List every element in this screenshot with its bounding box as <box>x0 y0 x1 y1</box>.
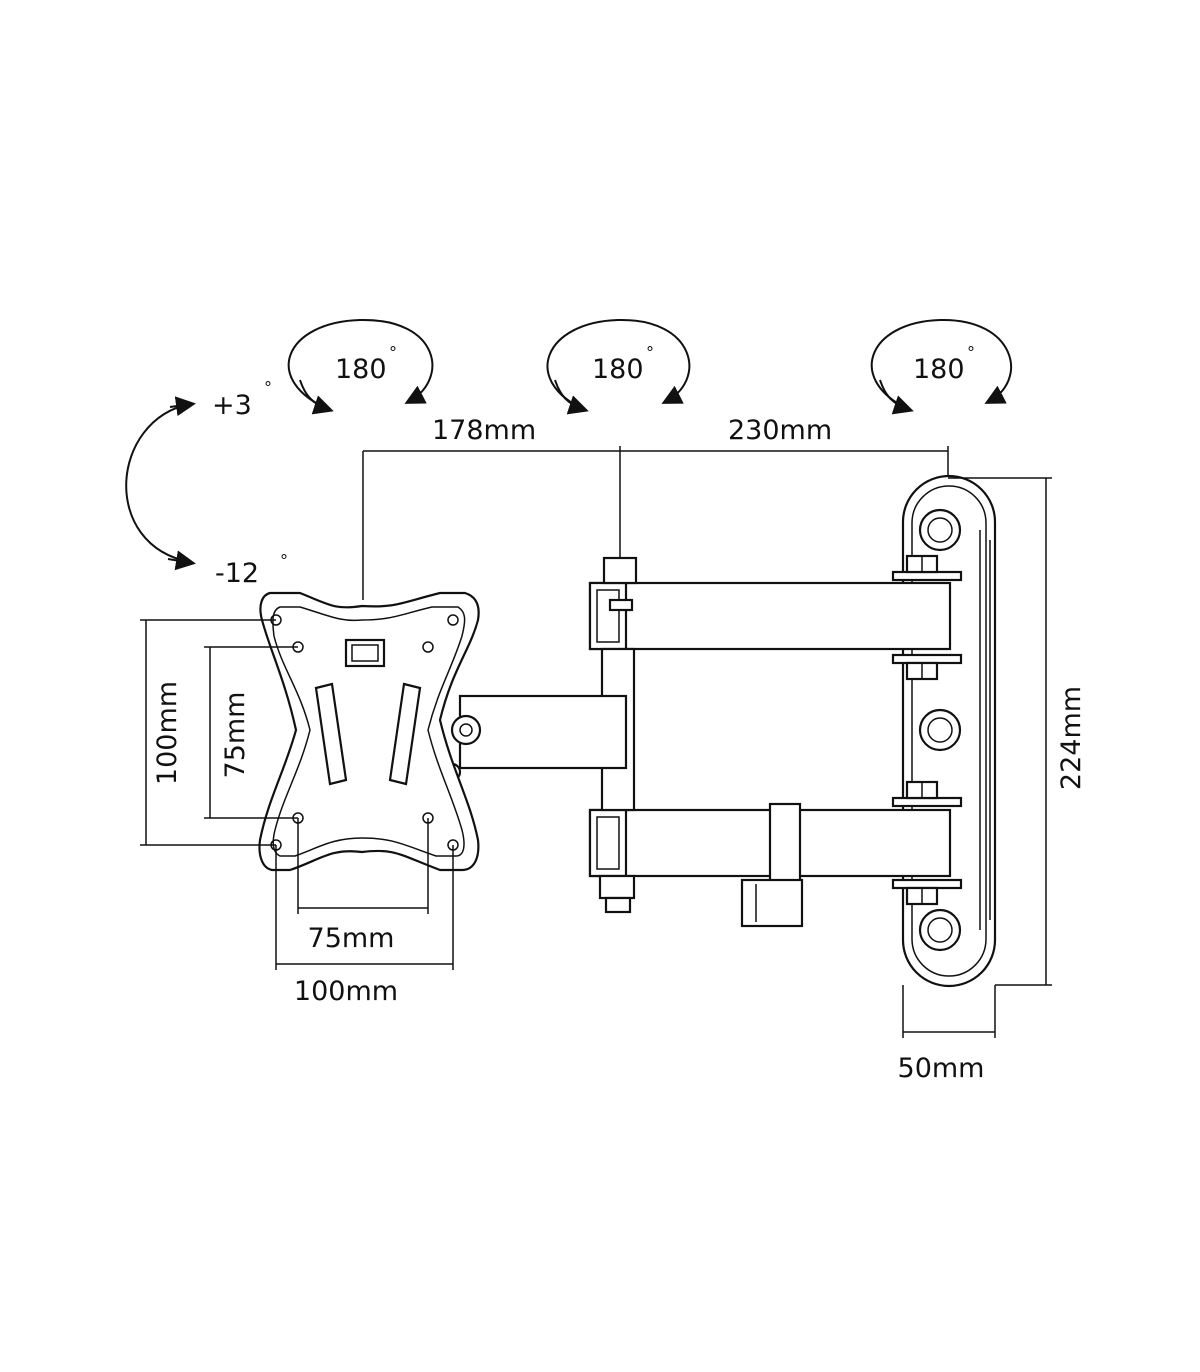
tilt-up-unit: ° <box>264 378 272 397</box>
rotation-middle-value: 180 <box>592 354 644 385</box>
tilt-indicator: +3 ° -12 ° <box>125 378 288 589</box>
vertical-pivot <box>442 647 636 812</box>
vesa-plate <box>258 591 480 872</box>
rotation-left-value: 180 <box>335 354 387 385</box>
rotation-right-value: 180 <box>913 354 965 385</box>
rotation-right-unit: ° <box>967 343 975 362</box>
rotation-indicator-left: 180 ° <box>287 318 434 415</box>
tilt-down-value: -12 <box>215 558 259 589</box>
wallplate-depth-dimension: 50mm <box>898 985 996 1084</box>
arm-outer-length: 230mm <box>728 415 832 446</box>
lower-arm <box>588 802 952 928</box>
vesa-height-outer: 100mm <box>152 681 183 785</box>
wallplate-depth: 50mm <box>898 1053 985 1084</box>
vesa-width-outer: 100mm <box>294 976 398 1007</box>
vesa-width-inner: 75mm <box>308 923 395 954</box>
tilt-up-value: +3 <box>212 390 252 421</box>
vesa-height-dimension: 100mm 75mm <box>140 619 298 846</box>
wallplate-height: 224mm <box>1056 686 1087 790</box>
vesa-width-dimension: 75mm 100mm <box>275 818 454 1007</box>
wall-plate <box>891 474 997 988</box>
arm-length-dimension: 178mm 230mm <box>362 415 949 600</box>
rotation-left-unit: ° <box>389 343 397 362</box>
vesa-height-inner: 75mm <box>220 692 251 779</box>
rotation-middle-unit: ° <box>646 343 654 362</box>
rotation-indicator-right: 180 ° <box>870 318 1013 415</box>
wallplate-height-dimension: 224mm <box>948 477 1087 986</box>
rotation-indicator-middle: 180 ° <box>546 318 691 415</box>
arm-inner-length: 178mm <box>432 415 536 446</box>
tilt-down-unit: ° <box>280 551 288 570</box>
